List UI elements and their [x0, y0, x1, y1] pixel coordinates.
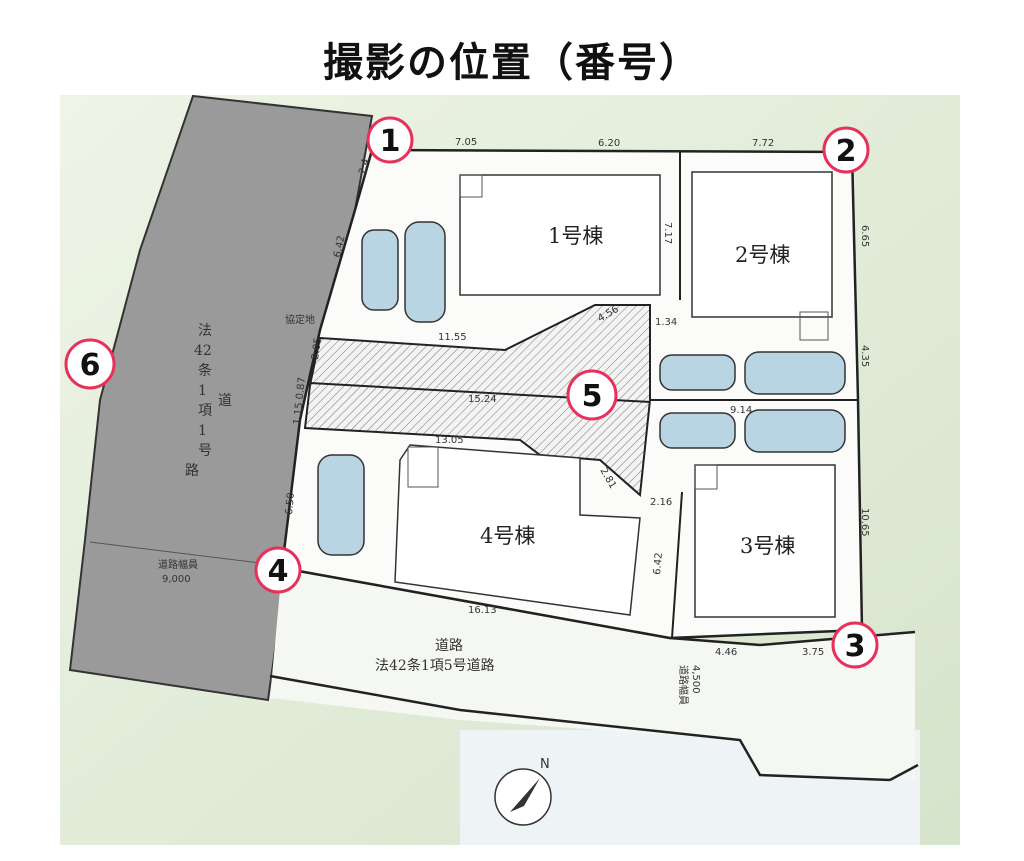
- marker-1: 1: [366, 116, 414, 164]
- dim-south-4: 6.42: [652, 552, 665, 575]
- west-road-char: 項: [198, 403, 212, 419]
- building-1-label: 1号棟: [548, 224, 603, 248]
- marker-5: 5: [566, 369, 618, 421]
- dim-top-3: 7.72: [752, 138, 774, 149]
- west-road-char: 号: [198, 443, 212, 459]
- dim-south-3: 3.75: [802, 647, 824, 658]
- dim-mid-2: 1.34: [655, 317, 677, 328]
- west-road-char: 路: [185, 463, 199, 479]
- dim-west-4: 1.15 0.87: [292, 377, 308, 426]
- west-road-label: 法 42 条 1 項 1 号 道 路: [185, 323, 232, 479]
- marker-6-number: 6: [80, 348, 101, 383]
- marker-5-number: 5: [582, 379, 603, 414]
- building-2: [691, 171, 833, 318]
- south-road-label-2: 法42条1項5号道路: [375, 657, 495, 674]
- dim-east-2: 4.35: [859, 345, 870, 367]
- west-road-width-line: [89, 541, 285, 567]
- marker-3: 3: [831, 621, 879, 669]
- south-road-south-edge: [269, 674, 891, 782]
- page-title: 撮影の位置（番号）: [323, 40, 701, 86]
- building-4: [394, 444, 641, 616]
- dim-west-3: 2.05: [310, 337, 324, 361]
- marker-6: 6: [64, 338, 116, 390]
- west-road-char: 1: [198, 423, 207, 439]
- building-3: [694, 464, 836, 618]
- dim-lane-6: 2.16: [650, 497, 672, 508]
- south-road-width-value: 4,500: [690, 665, 701, 694]
- dim-south-2: 4.46: [715, 647, 737, 658]
- marker-2: 2: [822, 126, 870, 174]
- west-road-char: 42: [194, 343, 212, 359]
- dim-lane-2: 15.24: [468, 394, 497, 405]
- parked-cars: [317, 221, 846, 556]
- dim-lane-4: 9.14: [730, 405, 752, 416]
- marker-4: 4: [254, 546, 302, 594]
- dim-top-1: 7.05: [455, 137, 477, 148]
- west-road-width-value: 9,000: [162, 574, 191, 585]
- dim-east-3: 10.65: [859, 508, 870, 537]
- dim-mid-1: 7.17: [662, 222, 673, 244]
- west-road-char: 1: [198, 383, 207, 399]
- building-1: [459, 174, 661, 296]
- marker-1-number: 1: [380, 124, 401, 159]
- dim-lane-1: 11.55: [438, 332, 467, 343]
- dim-south-1: 16.13: [468, 605, 497, 616]
- kyoteichi-label: 協定地: [285, 313, 315, 326]
- marker-3-number: 3: [845, 629, 866, 664]
- building-2-label: 2号棟: [735, 243, 790, 267]
- west-road-width-label: 道路幅員: [158, 558, 198, 571]
- south-road-label-1: 道路: [435, 638, 463, 654]
- dim-west-2: 6.42: [332, 235, 347, 259]
- compass-north-label: N: [540, 757, 550, 772]
- marker-4-number: 4: [268, 554, 289, 589]
- south-road: [270, 568, 915, 780]
- west-road-char: 法: [198, 323, 212, 339]
- south-road-width-label: 道路幅員: [677, 665, 690, 705]
- dim-east-1: 6.65: [859, 225, 870, 247]
- dim-west-5: 6.50: [284, 492, 297, 515]
- dim-west-1: 2.4: [357, 158, 372, 176]
- west-road-char: 条: [198, 362, 212, 379]
- compass-icon: N: [494, 757, 552, 826]
- dimension-labels: 7.05 6.20 7.72 6.65 4.35 10.65 7.17 1.34…: [284, 137, 870, 658]
- building-3-label: 3号棟: [740, 534, 795, 558]
- shared-lane: [303, 304, 651, 498]
- west-road-char: 道: [218, 393, 232, 409]
- marker-2-number: 2: [836, 134, 857, 169]
- dim-top-2: 6.20: [598, 138, 620, 149]
- dim-lane-3: 13.05: [435, 435, 464, 446]
- building-4-label: 4号棟: [480, 524, 535, 548]
